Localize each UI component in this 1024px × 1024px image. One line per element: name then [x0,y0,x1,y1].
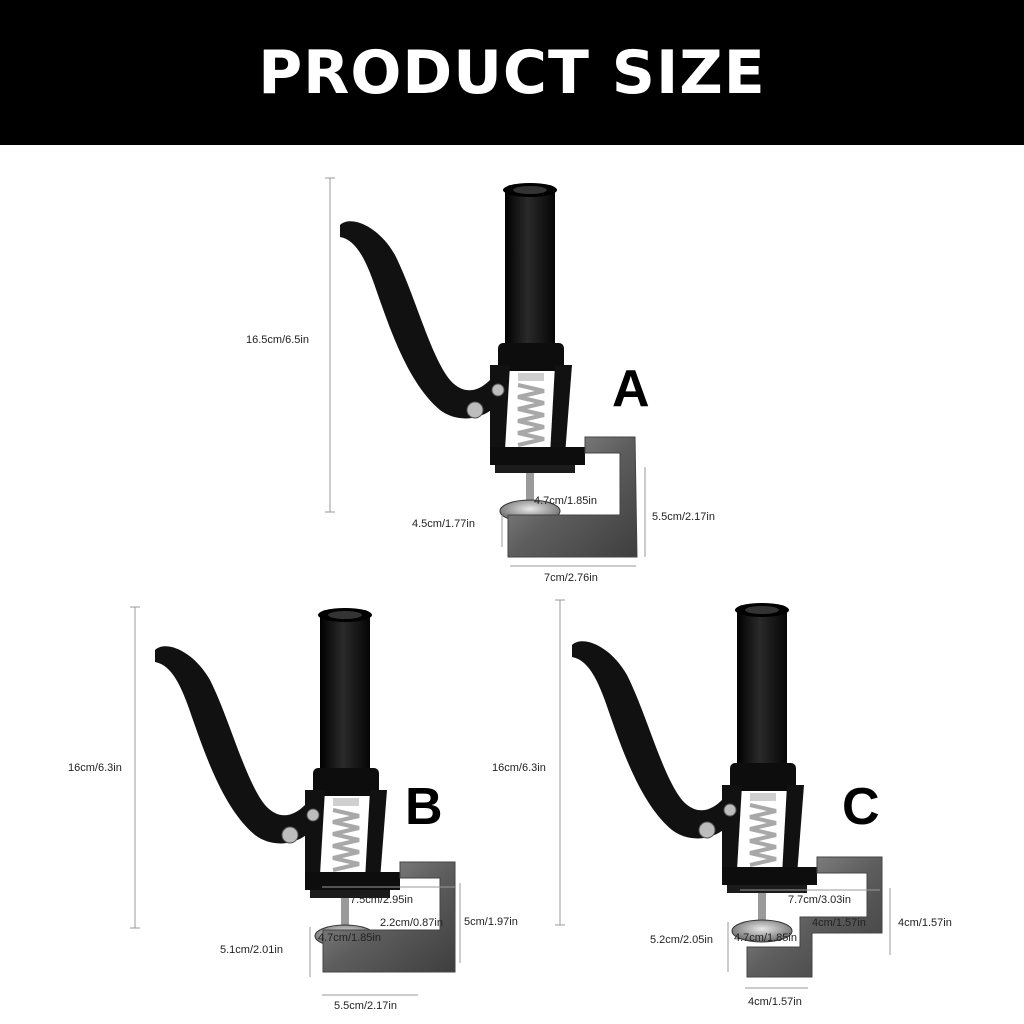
b-height-label: 16cm/6.3in [68,762,122,774]
header-banner: PRODUCT SIZE [0,0,1024,145]
b-clamp-width-label: 5.5cm/2.17in [334,1000,397,1012]
a-clamp-width-label: 7cm/2.76in [544,572,598,584]
variant-b-label: B [405,778,443,836]
a-height-label: 16.5cm/6.5in [246,334,309,346]
dimension-lines-c [555,599,891,989]
c-foot-gap-label: 5.2cm/2.05in [650,934,713,946]
page-title: PRODUCT SIZE [258,37,766,108]
tool-b-illustration [153,606,456,973]
b-foot-gap-label: 5.1cm/2.01in [220,944,283,956]
tool-a-illustration [338,181,638,558]
product-illustrations [130,177,891,996]
c-inner-depth-label: 4cm/1.57in [812,917,866,929]
c-clamp-height-label: 4cm/1.57in [898,917,952,929]
b-clamp-height-label: 5cm/1.97in [464,916,518,928]
product-stage: A B C 16.5cm/6.5in 4.7cm/1.85in 4.5cm/1.… [0,145,1024,1024]
variant-a-label: A [612,360,650,418]
tool-c-illustration [570,601,883,978]
c-top-width-label: 7.7cm/3.03in [788,894,851,906]
b-inner-depth-label: 2.2cm/0.87in [380,917,443,929]
b-foot-diameter-label: 4.7cm/1.85in [318,932,381,944]
variant-c-label: C [842,778,880,836]
c-foot-diameter-label: 4.7cm/1.85in [734,932,797,944]
a-foot-gap-label: 4.5cm/1.77in [412,518,475,530]
dimension-lines-a [325,177,646,567]
c-clamp-width-label: 4cm/1.57in [748,996,802,1008]
a-clamp-height-label: 5.5cm/2.17in [652,511,715,523]
b-top-width-label: 7.5cm/2.95in [350,894,413,906]
a-foot-diameter-label: 4.7cm/1.85in [534,495,597,507]
c-height-label: 16cm/6.3in [492,762,546,774]
dimension-lines-b [130,606,461,996]
